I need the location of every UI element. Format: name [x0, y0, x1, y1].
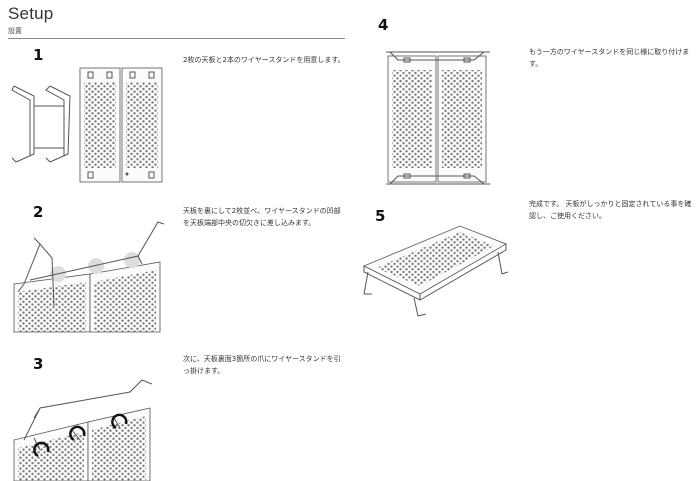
- header-divider: [8, 38, 345, 39]
- page-subtitle: 設置: [8, 27, 22, 35]
- step-5-number: 5: [375, 207, 386, 225]
- step-3-text: 次に、天板裏面3箇所の爪にワイヤースタンドを引っ掛けます。: [183, 355, 341, 375]
- step-3-number: 3: [33, 355, 44, 373]
- step-2-number: 2: [33, 203, 44, 221]
- step-4-number: 4: [378, 16, 389, 34]
- step-5-illustration: [363, 225, 509, 317]
- page-title: Setup: [8, 4, 54, 23]
- step-5-text: 完成です。 天板がしっかりと固定されている事を確認し、ご使用ください。: [529, 200, 692, 220]
- step-2-illustration: [13, 221, 165, 333]
- step-4-illustration: [386, 51, 490, 185]
- step-3-illustration: [13, 379, 153, 481]
- step-2-text: 天板を裏にして2枚並べ、ワイヤースタンドの凹部を天板端部中央の切欠きに差し込みま…: [183, 207, 341, 227]
- step-1-illustration: [11, 67, 163, 183]
- step-4-text: もう一方のワイヤースタンドを同じ様に取り付けます。: [529, 48, 690, 68]
- page-header: Setup 設置: [8, 4, 345, 36]
- step-1-number: 1: [33, 46, 44, 64]
- step-1-text: 2枚の天板と2本のワイヤースタンドを用意します。: [183, 56, 345, 64]
